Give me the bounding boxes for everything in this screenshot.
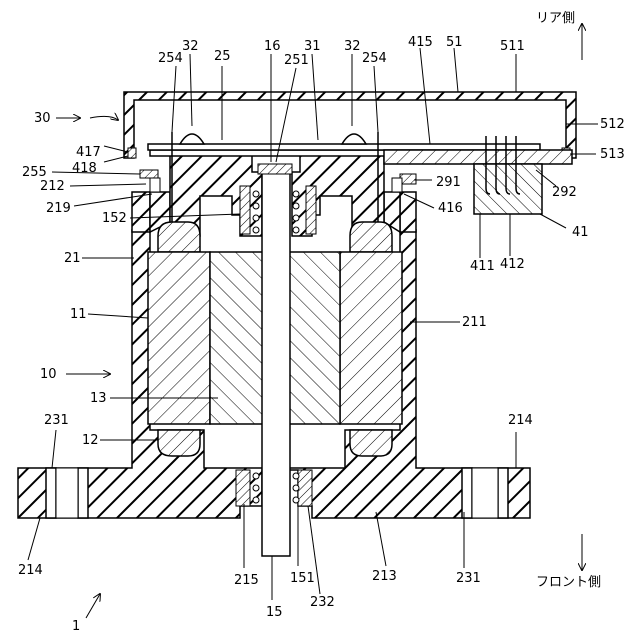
label-41: 41 (572, 225, 589, 240)
rear-side-label: リア側 (536, 11, 575, 26)
component-32-right (342, 134, 366, 144)
bearing-151-left (236, 470, 250, 506)
label-1: 1 (72, 619, 80, 634)
label-211: 211 (462, 315, 487, 330)
label-219: 219 (46, 201, 71, 216)
label-417: 417 (76, 145, 101, 160)
bearing-152-right (306, 186, 316, 234)
label-11: 11 (70, 307, 87, 322)
label-25: 25 (214, 49, 231, 64)
label-418: 418 (72, 161, 97, 176)
bolt-hole-left-inner (78, 468, 88, 518)
bushing-upper-left (158, 222, 200, 252)
label-411: 411 (470, 259, 495, 274)
bushing-upper-right (350, 222, 392, 252)
label-32-left: 32 (182, 39, 199, 54)
shaft-15 (262, 166, 290, 556)
label-231-right: 231 (456, 571, 481, 586)
label-152: 152 (102, 211, 127, 226)
label-513: 513 (600, 147, 625, 162)
label-212: 212 (40, 179, 65, 194)
label-30: 30 (34, 111, 51, 126)
label-292: 292 (552, 185, 577, 200)
seal-418 (128, 148, 136, 158)
coil-11-right (340, 252, 402, 424)
bushing-12-right (350, 430, 392, 456)
label-15: 15 (266, 605, 283, 620)
bolt-hole-left (46, 468, 56, 518)
label-511: 511 (500, 39, 525, 54)
label-31: 31 (304, 39, 321, 54)
label-215: 215 (234, 573, 259, 588)
label-254-right: 254 (362, 51, 387, 66)
circuit-board-31 (148, 144, 540, 150)
label-213: 213 (372, 569, 397, 584)
label-21: 21 (64, 251, 81, 266)
label-291: 291 (436, 175, 461, 190)
bushing-12-left (158, 430, 200, 456)
label-151: 151 (290, 571, 315, 586)
label-12: 12 (82, 433, 99, 448)
bearing-152-left (240, 186, 250, 234)
front-side-label: フロント側 (536, 575, 601, 590)
label-32-right: 32 (344, 39, 361, 54)
label-254-left: 254 (158, 51, 183, 66)
label-13: 13 (90, 391, 107, 406)
magnet-16 (258, 164, 292, 174)
label-251: 251 (284, 53, 309, 68)
label-10: 10 (40, 367, 57, 382)
nut-255 (140, 170, 158, 178)
label-512: 512 (600, 117, 625, 132)
core-13-left (210, 252, 264, 424)
core-13-right (288, 252, 340, 424)
bolt-hole-right (498, 468, 508, 518)
label-231-left: 231 (44, 413, 69, 428)
bolt-hole-right-inner (462, 468, 472, 518)
label-255: 255 (22, 165, 47, 180)
label-416: 416 (438, 201, 463, 216)
label-16: 16 (264, 39, 281, 54)
label-412: 412 (500, 257, 525, 272)
label-214-right: 214 (508, 413, 533, 428)
component-32-left (180, 134, 204, 144)
label-51: 51 (446, 35, 463, 50)
label-214-left: 214 (18, 563, 43, 578)
bearing-151-right (298, 470, 312, 506)
label-232: 232 (310, 595, 335, 610)
label-415: 415 (408, 35, 433, 50)
